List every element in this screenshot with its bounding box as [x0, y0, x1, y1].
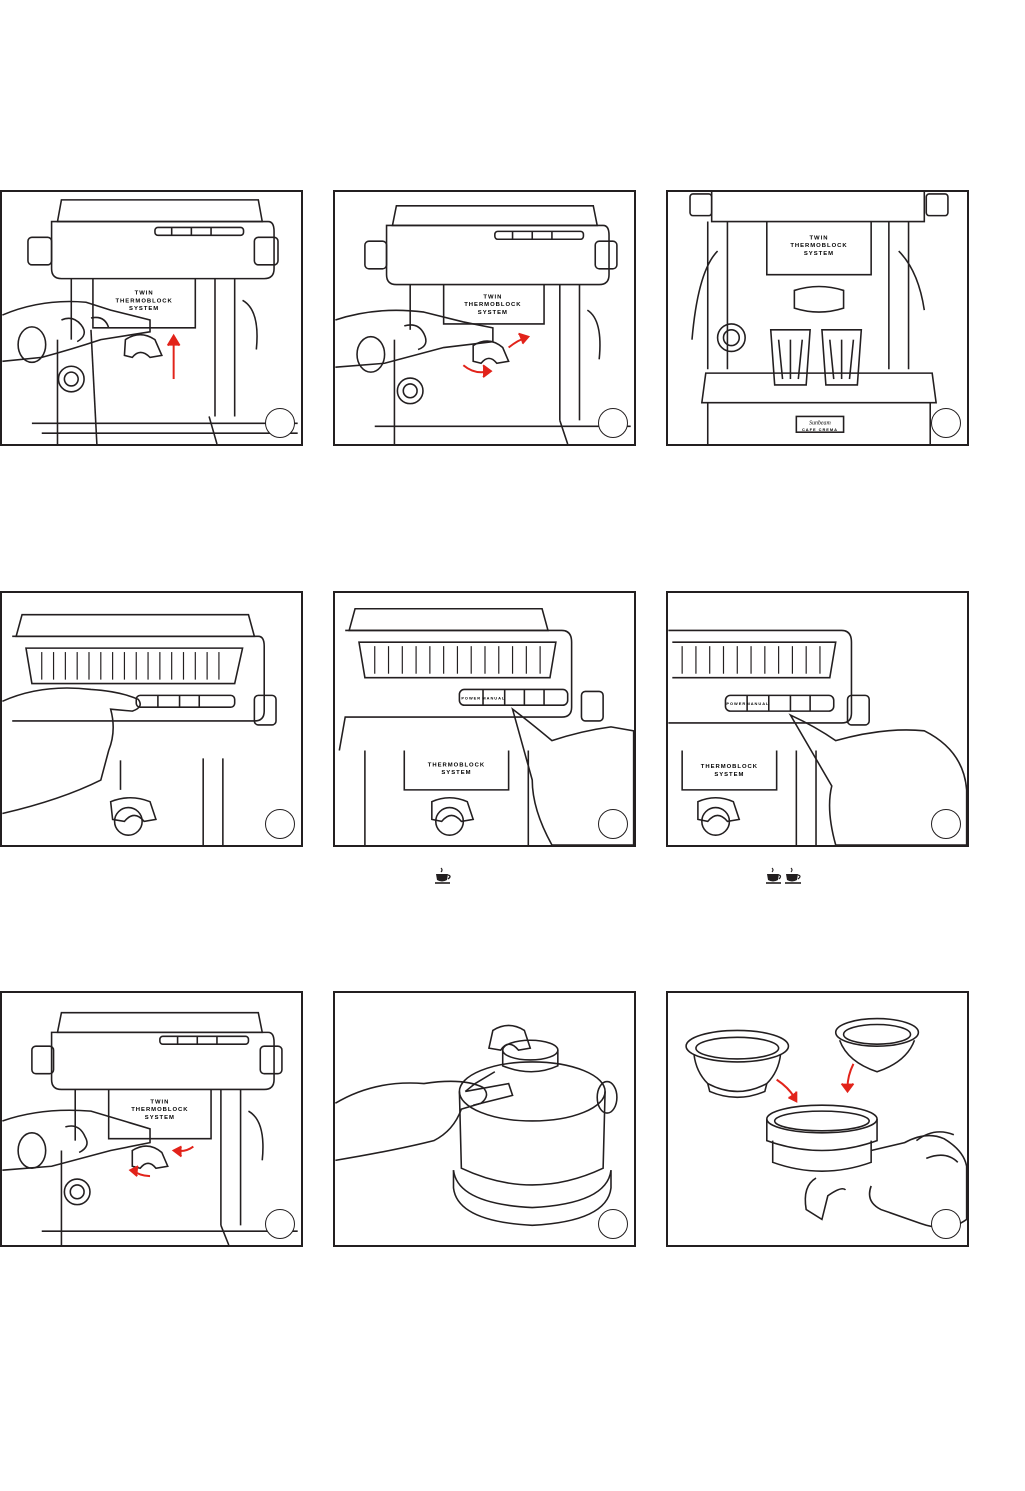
machine-two-glasses-illustration: TWIN THERMOBLOCK SYSTEM Sunbeam CAFE CRE…: [689, 192, 949, 444]
step-panel-9: [666, 991, 969, 1247]
knock-box-illustration: [335, 1024, 618, 1227]
machine-label-line1: TWIN: [809, 235, 828, 241]
press-double-cup-button-illustration: THERMOBLOCK SYSTEM POWER MANUAL: [668, 629, 967, 845]
brand-logo: Sunbeam: [809, 420, 831, 426]
step-panel-6: THERMOBLOCK SYSTEM POWER MANUAL: [666, 591, 969, 847]
machine-label-line1: TWIN: [483, 294, 502, 300]
machine-insert-filter-illustration: TWIN THERMOBLOCK SYSTEM: [2, 199, 298, 444]
machine-lock-filter-illustration: TWIN THERMOBLOCK SYSTEM: [335, 204, 631, 444]
machine-label-line2: THERMOBLOCK: [464, 302, 521, 308]
machine-label-line2: THERMOBLOCK: [115, 298, 172, 304]
machine-label-line3: SYSTEM: [129, 306, 159, 312]
manual-button-label: MANUAL: [746, 701, 769, 706]
step-panel-8: [333, 991, 636, 1247]
step-number-circle: [598, 809, 628, 839]
machine-label-line2: THERMOBLOCK: [790, 243, 847, 249]
step-number-circle: [598, 408, 628, 438]
press-power-button-illustration: [2, 613, 277, 845]
machine-label-line3: SYSTEM: [145, 1115, 175, 1121]
brand-model: CAFE CREMA: [802, 427, 838, 432]
machine-label-line3: SYSTEM: [478, 310, 508, 316]
step-panel-5: THERMOBLOCK SYSTEM POWER MANUAL: [333, 591, 636, 847]
machine-label-line1: TWIN: [150, 1099, 169, 1105]
machine-label-line2: THERMOBLOCK: [131, 1107, 188, 1113]
machine-label-line3: SYSTEM: [441, 770, 471, 776]
step-number-circle: [265, 408, 295, 438]
step-panel-7: TWIN THERMOBLOCK SYSTEM: [0, 991, 303, 1247]
step-number-circle: [931, 408, 961, 438]
machine-label-line3: SYSTEM: [714, 772, 744, 778]
press-single-cup-button-illustration: THERMOBLOCK SYSTEM POWER MANUAL: [338, 607, 634, 845]
step-number-circle: [931, 1209, 961, 1239]
power-button-label: POWER: [726, 701, 746, 706]
single-cup-icon: [435, 867, 451, 884]
step-number-circle: [265, 1209, 295, 1239]
machine-label-line2: THERMOBLOCK: [428, 762, 485, 768]
step-number-circle: [265, 809, 295, 839]
step-number-circle: [598, 1209, 628, 1239]
step-panel-3: TWIN THERMOBLOCK SYSTEM Sunbeam CAFE CRE…: [666, 190, 969, 446]
step-panel-1: TWIN THERMOBLOCK SYSTEM: [0, 190, 303, 446]
machine-label-line3: SYSTEM: [804, 251, 834, 257]
machine-label-line1: TWIN: [135, 290, 154, 296]
machine-remove-filter-illustration: TWIN THERMOBLOCK SYSTEM: [2, 1011, 298, 1245]
manual-button-label: MANUAL: [482, 695, 505, 700]
double-cup-icon: [766, 867, 801, 884]
step-number-circle: [931, 809, 961, 839]
step-panel-4: [0, 591, 303, 847]
step-panel-2: TWIN THERMOBLOCK SYSTEM: [333, 190, 636, 446]
filter-baskets-illustration: [685, 1017, 967, 1229]
power-button-label: POWER: [461, 695, 481, 700]
machine-label-line2: THERMOBLOCK: [701, 764, 758, 770]
